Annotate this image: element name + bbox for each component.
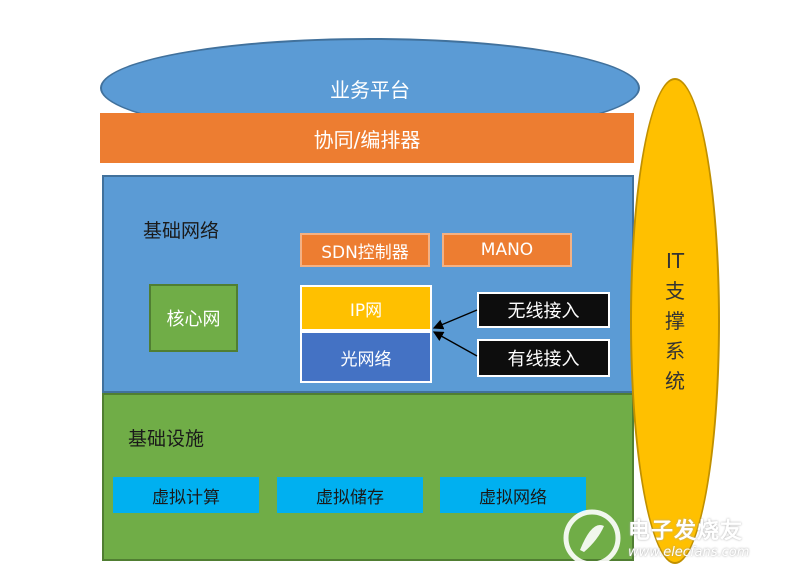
it-support-label-line: 统 [665,369,685,393]
wired-access-box: 有线接入 [477,339,610,377]
wireless-access-label: 无线接入 [507,301,580,322]
virtual-network-box: 虚拟网络 [440,477,586,513]
watermark-url: www.elecfans.com [628,545,750,560]
watermark-name: 电子发烧友 [628,519,744,544]
orchestrator-bar: 协同/编排器 [100,113,634,163]
it-support-label-line: 支 [665,279,685,303]
mano-box: MANO [442,233,572,267]
virtual-compute-box: 虚拟计算 [113,477,259,513]
wired-access-label: 有线接入 [507,349,580,370]
business-platform-label: 业务平台 [330,77,410,102]
it-support-label-line: IT [665,249,685,273]
mano-label: MANO [480,240,534,260]
it-support-ellipse: IT 支 撑 系 统 [630,78,720,564]
it-support-label-line: 系 [665,339,685,363]
it-support-label-line: 撑 [665,309,685,333]
ip-network-box: IP网 [300,285,432,331]
infrastructure-title: 基础设施 [128,428,205,450]
virtual-network-label: 虚拟网络 [479,487,547,508]
elecfans-logo-icon [563,509,621,567]
optical-network-box: 光网络 [300,331,432,383]
virtual-compute-label: 虚拟计算 [152,487,220,508]
optical-network-label: 光网络 [340,349,392,370]
virtual-storage-box: 虚拟储存 [277,477,423,513]
orchestrator-label: 协同/编排器 [313,127,421,152]
ip-network-label: IP网 [349,300,383,321]
sdn-controller-box: SDN控制器 [300,233,430,267]
wireless-access-box: 无线接入 [477,292,610,328]
basic-network-title: 基础网络 [143,220,220,242]
core-network-label: 核心网 [166,309,221,330]
virtual-storage-label: 虚拟储存 [316,487,384,508]
core-network-box: 核心网 [149,284,238,352]
sdn-controller-label: SDN控制器 [321,242,409,263]
